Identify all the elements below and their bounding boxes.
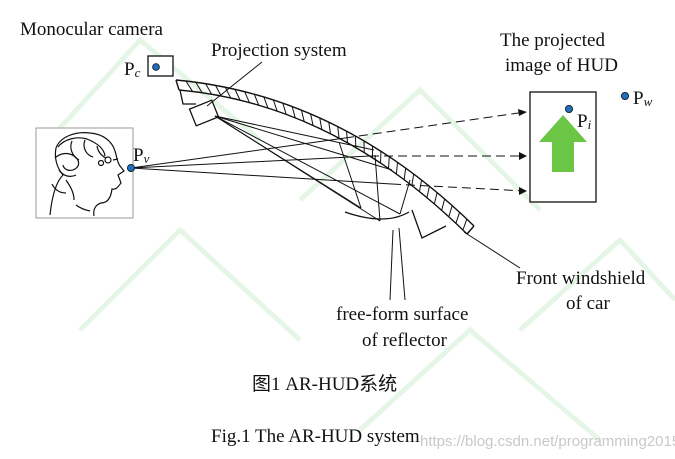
driver-head-illustration (35, 127, 134, 219)
windshield-hatch (195, 81, 203, 93)
point-pw (621, 92, 630, 101)
windshield-hatch (337, 126, 340, 139)
windshield-hatch (234, 89, 241, 101)
projection-label-leader (206, 61, 263, 107)
windshield-hatch (455, 212, 461, 224)
caption-chinese: 图1 AR-HUD系统 (252, 373, 397, 395)
windshield-hatch (411, 173, 415, 186)
virtual-image-rays (344, 111, 526, 192)
watermark: https://blog.csdn.net/programming2015 (420, 433, 675, 450)
camera-mount (179, 89, 196, 105)
projection-system-box (188, 99, 220, 127)
windshield-hatch (291, 106, 296, 118)
windshield-label-line1: Front windshield (516, 268, 646, 289)
windshield-hatch (215, 85, 222, 97)
point-pv (127, 163, 136, 172)
windshield-hatch (300, 110, 305, 122)
monocular-camera (147, 55, 174, 77)
windshield-hatch (263, 96, 269, 109)
pc-label: Pc (124, 59, 141, 80)
reflector-label-line1: free-form surface (336, 304, 468, 325)
windshield-hatch (310, 113, 314, 126)
windshield-hatch (462, 218, 468, 231)
windshield-hatch (448, 205, 453, 217)
point-pc (152, 63, 160, 71)
reflector-surface (344, 211, 410, 220)
pi-label: Pi (577, 111, 592, 132)
windshield-hatch (244, 91, 250, 103)
reflector-label-line2: of reflector (362, 330, 448, 351)
reflector-housing (411, 209, 447, 239)
ray-arrowheads (518, 109, 527, 195)
windshield-hatch (433, 192, 438, 205)
windshield-label-line2: of car (566, 293, 610, 314)
windshield-hatch (388, 156, 390, 169)
windshield-hatch (426, 186, 430, 198)
background-pattern (38, 36, 675, 442)
windshield-hatch (282, 103, 287, 115)
windshield-hatch (441, 198, 446, 211)
windshield-hatch (224, 87, 232, 99)
windshield-hatch (272, 99, 278, 112)
windshield-hatch (395, 162, 399, 175)
reflected-rays (338, 141, 411, 222)
windshield-hatch (185, 80, 193, 92)
windshield-hatch (205, 83, 213, 95)
windshield-hatch (319, 117, 323, 130)
camera-label: Monocular camera (20, 19, 164, 40)
hud-up-arrow (539, 115, 587, 172)
pv-label: Pv (133, 145, 150, 166)
windshield-hatch (253, 94, 260, 106)
front-windshield (175, 79, 475, 235)
projection-label: Projection system (211, 40, 347, 61)
pw-label: Pw (633, 88, 653, 109)
hud-label-line1: The projected (500, 30, 605, 51)
windshield-hatch (346, 131, 349, 143)
point-pi (565, 105, 574, 114)
hud-label-line2: image of HUD (505, 55, 618, 76)
windshield-hatch (328, 122, 331, 134)
windshield-hatch (403, 168, 407, 180)
caption-english: Fig.1 The AR-HUD system (211, 426, 420, 447)
eye-rays (130, 137, 393, 185)
projection-rays (214, 115, 401, 222)
label-leaders (389, 227, 521, 301)
